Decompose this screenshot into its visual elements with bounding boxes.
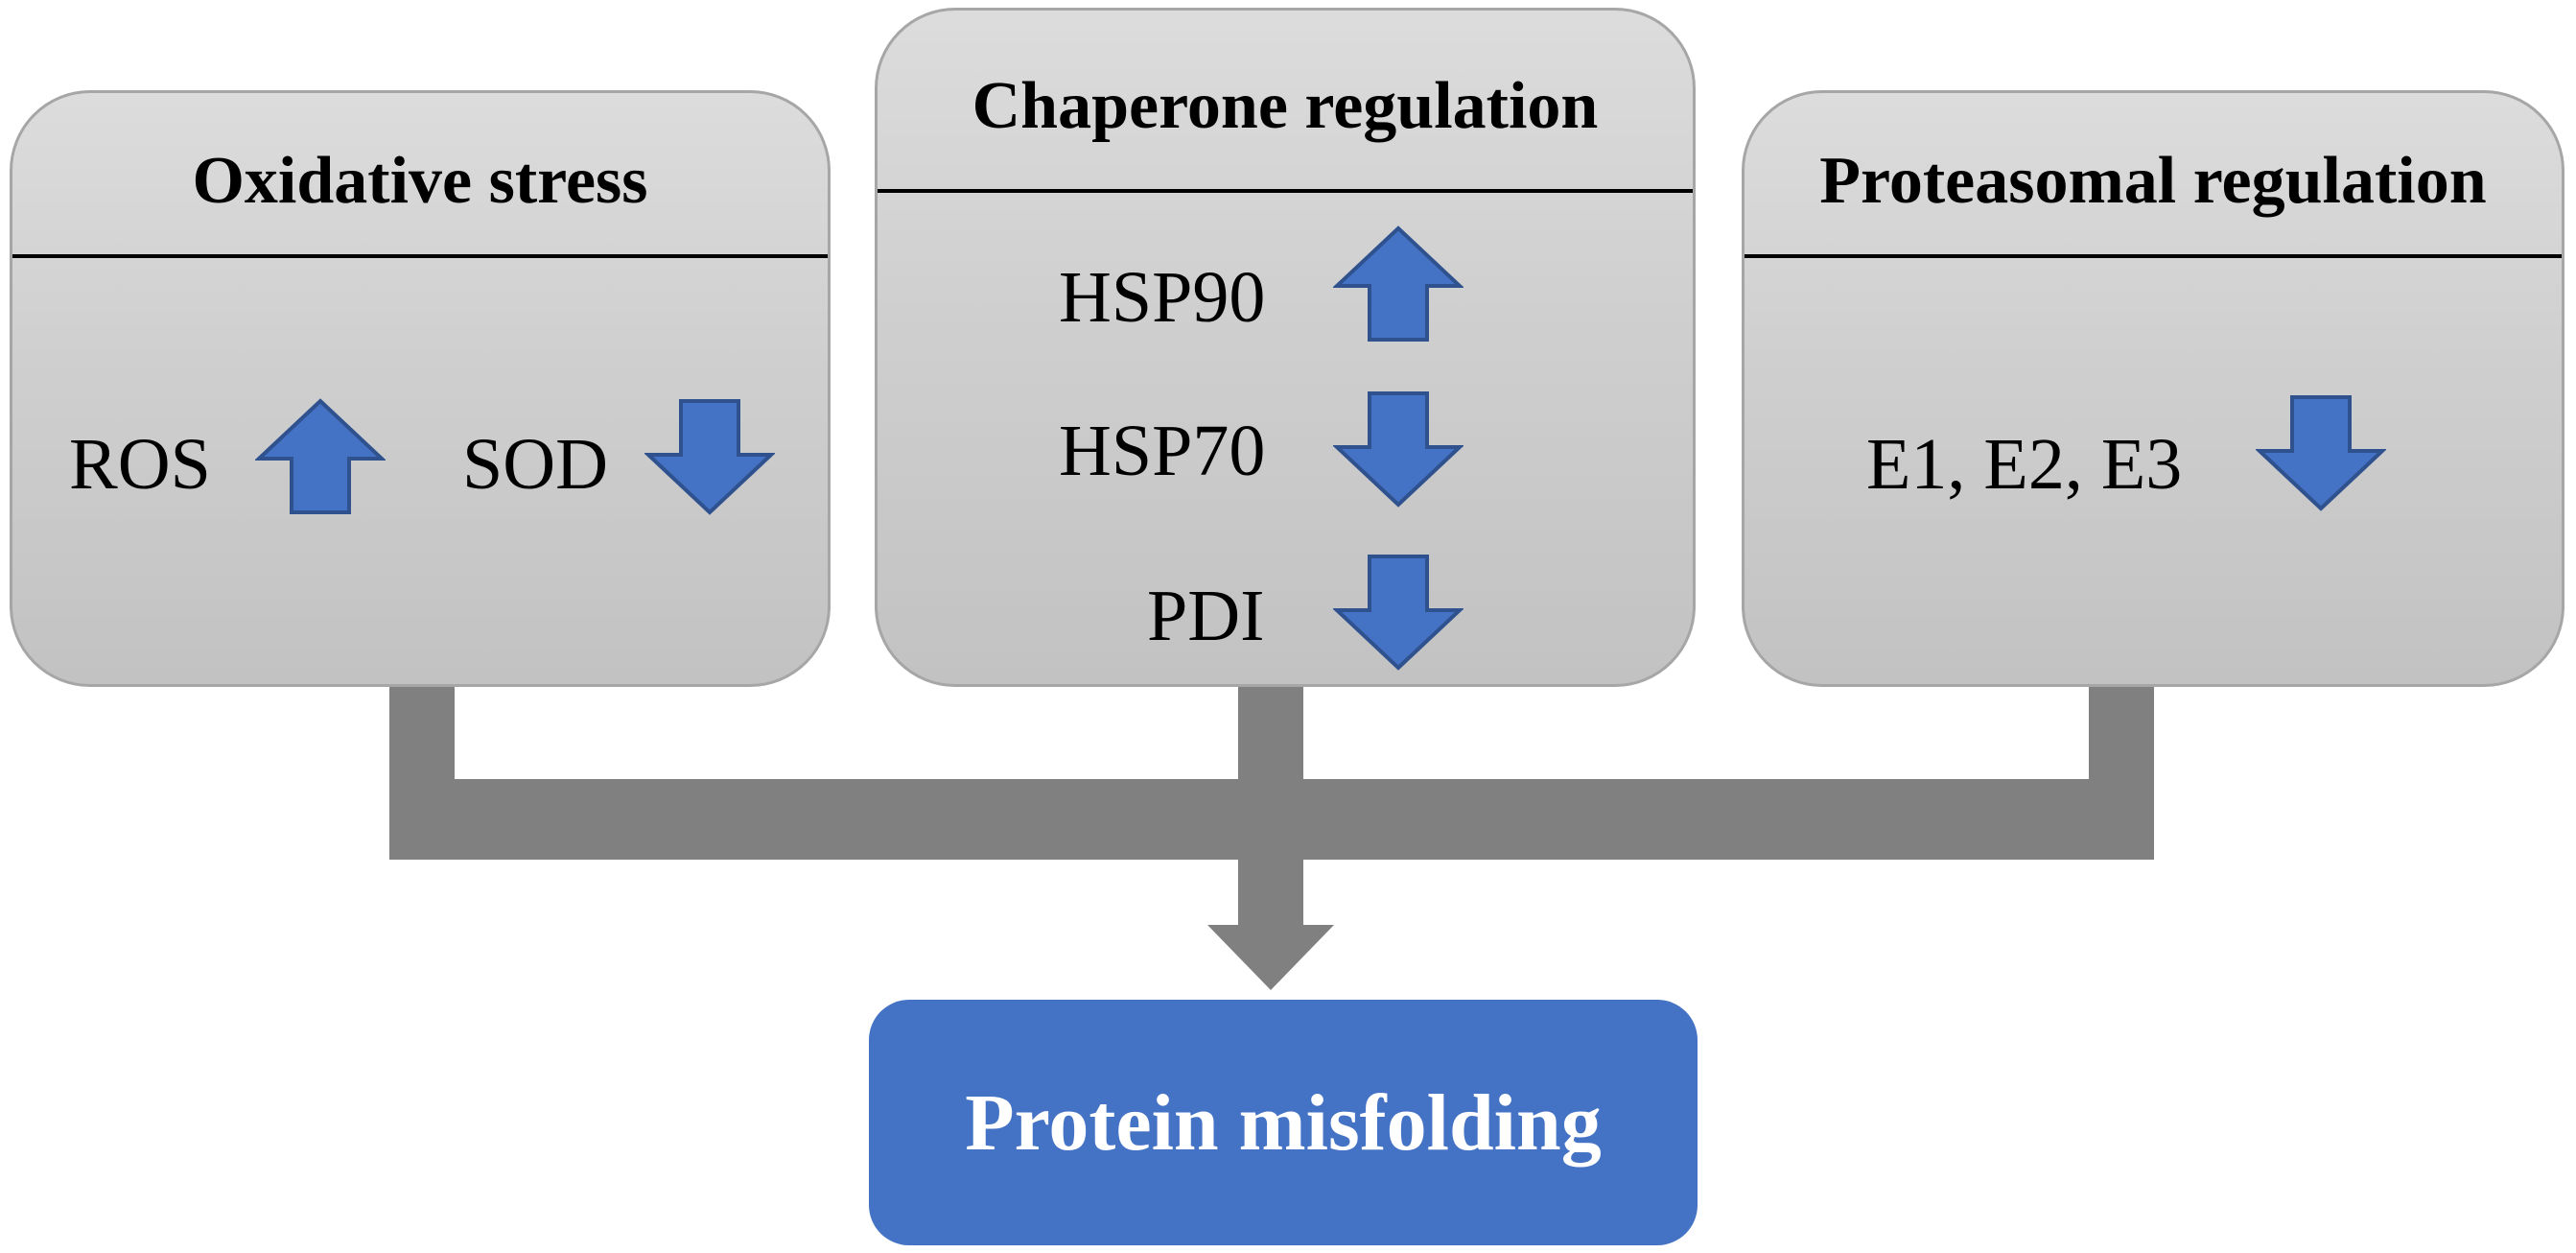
protein-misfolding-box: Protein misfolding	[869, 1000, 1698, 1245]
ros-label: ROS	[69, 424, 211, 505]
arrow-up-icon	[1333, 225, 1464, 342]
protein-misfolding-label: Protein misfolding	[965, 1077, 1602, 1168]
connector-horizontal-bar	[389, 779, 2154, 860]
arrow-down-icon	[1333, 555, 1464, 671]
chaperone-regulation-box: Chaperone regulation	[875, 8, 1696, 687]
pdi-label: PDI	[1147, 576, 1265, 656]
arrow-down-icon	[2256, 395, 2386, 511]
arrow-down-icon	[644, 399, 775, 515]
connector-arrowhead	[1207, 925, 1334, 990]
e1-e2-e3-label: E1, E2, E3	[1866, 424, 2183, 505]
sod-label: SOD	[462, 424, 609, 505]
oxidative-stress-box: Oxidative stress	[10, 90, 831, 687]
chaperone-regulation-title: Chaperone regulation	[972, 69, 1599, 143]
chaperone-regulation-divider	[878, 189, 1693, 193]
arrow-up-icon	[255, 398, 386, 514]
proteasomal-regulation-title: Proteasomal regulation	[1819, 144, 2487, 218]
proteasomal-regulation-divider	[1745, 254, 2562, 258]
proteasomal-regulation-box: Proteasomal regulation	[1742, 90, 2564, 687]
arrow-down-icon	[1333, 391, 1464, 508]
connector-stem	[1238, 860, 1303, 927]
oxidative-stress-title: Oxidative stress	[192, 144, 648, 218]
hsp70-label: HSP70	[1059, 411, 1266, 491]
oxidative-stress-divider	[12, 254, 828, 258]
hsp90-label: HSP90	[1059, 257, 1266, 338]
